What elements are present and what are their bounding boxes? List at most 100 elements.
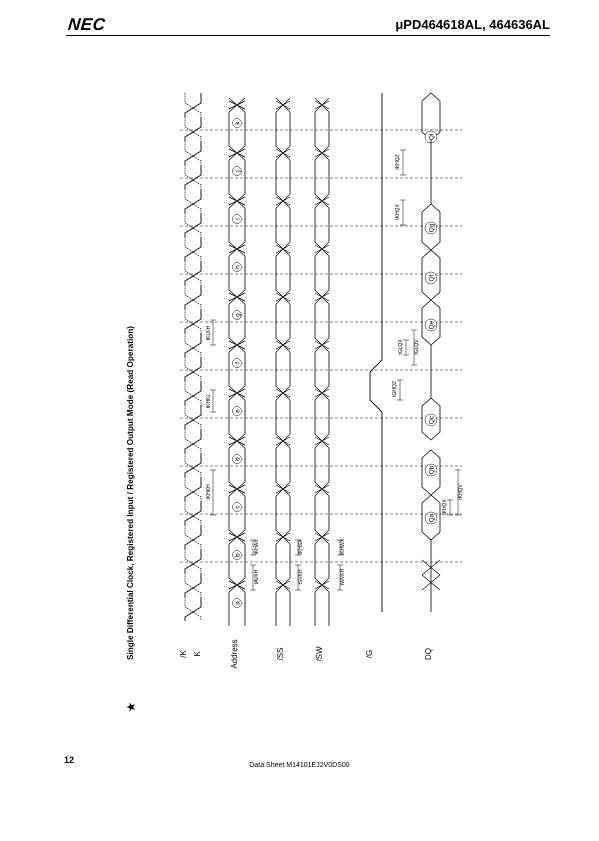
sw-crossing xyxy=(314,289,330,305)
signal-label: K xyxy=(193,651,202,657)
dq-label: Qg xyxy=(429,223,436,232)
dq-label-bg xyxy=(424,318,438,332)
address-label: e xyxy=(235,409,242,413)
timing-annotations: tKHKHtKHKLtKLKHtAVKHtKHAXtSVKHtKHSXtWVKH… xyxy=(206,149,464,591)
signal-label: /G xyxy=(365,650,374,658)
figure-star: ★ xyxy=(124,702,138,713)
ss-valid xyxy=(275,208,291,242)
address-label-bg xyxy=(232,454,242,464)
ss-valid xyxy=(275,592,291,626)
address-label-bg xyxy=(232,166,242,176)
address-crossing xyxy=(228,337,246,353)
address-label: c xyxy=(235,505,242,509)
sw-crossing xyxy=(314,193,330,209)
ss-crossing xyxy=(275,577,291,593)
ss-crossing xyxy=(275,145,291,161)
ss-valid xyxy=(275,448,291,482)
figure-title: Single Differential Clock, Registered In… xyxy=(126,326,135,660)
address-label: i xyxy=(235,218,242,219)
timing-label: tKHSX xyxy=(298,539,304,555)
address-crossing xyxy=(228,97,246,113)
address-label: b xyxy=(235,553,242,557)
timing-label: tKHKL xyxy=(206,394,212,409)
dq-label-bg xyxy=(424,413,438,427)
sw-crossing xyxy=(314,385,330,401)
address-valid xyxy=(228,112,246,146)
address-label-bg xyxy=(232,406,242,416)
timing-label: tGLQX xyxy=(398,339,404,355)
dq-label-bg xyxy=(424,463,438,477)
address-label-bg xyxy=(232,118,242,128)
ss-valid xyxy=(275,352,291,386)
timing-label: tKHQV xyxy=(458,484,464,500)
dq-label: Qc xyxy=(429,415,436,424)
address-label-bg xyxy=(232,358,242,368)
ss-crossing xyxy=(275,97,291,113)
sw-valid xyxy=(314,352,330,386)
address-label: f xyxy=(235,362,242,364)
ss-crossing xyxy=(275,241,291,257)
timing-label: tKHAX xyxy=(254,539,260,555)
signal-label: /SS xyxy=(276,648,285,661)
dq-label: Qe xyxy=(429,320,436,329)
signal-label: DQ xyxy=(424,648,433,660)
ss-valid xyxy=(275,256,291,290)
ss-crossing xyxy=(275,529,291,545)
ss-crossing xyxy=(275,289,291,305)
ss-valid xyxy=(275,160,291,194)
sw-crossing xyxy=(314,337,330,353)
signal-label: Address xyxy=(230,639,239,668)
address-crossing xyxy=(228,529,246,545)
address-label: k xyxy=(235,121,242,125)
dq-label-bg xyxy=(424,221,438,235)
ss-valid xyxy=(275,304,291,338)
dq-label: Qf xyxy=(429,274,436,281)
address-valid xyxy=(228,448,246,482)
address-valid xyxy=(228,304,246,338)
ss-valid xyxy=(275,112,291,146)
ss-crossing xyxy=(275,481,291,497)
sw-valid xyxy=(314,400,330,434)
address-valid xyxy=(228,352,246,386)
timing-label: tWVKH xyxy=(340,568,346,585)
grid-lines xyxy=(180,129,462,563)
sw-crossing xyxy=(314,481,330,497)
dq-valid xyxy=(421,397,441,441)
sw-crossing xyxy=(314,97,330,113)
sw-crossing xyxy=(314,433,330,449)
timing-label: tSVKH xyxy=(298,569,304,584)
address-label: a xyxy=(235,601,242,605)
sw-crossing xyxy=(314,529,330,545)
address-valid xyxy=(228,544,246,578)
address-valid xyxy=(228,592,246,626)
dq-label: Qb xyxy=(429,465,436,474)
address-crossing xyxy=(228,289,246,305)
sw-valid xyxy=(314,256,330,290)
sw-valid xyxy=(314,304,330,338)
signal-label: /K xyxy=(179,650,188,658)
dq-label: Qi xyxy=(429,134,436,141)
sw-valid xyxy=(314,592,330,626)
clock-k-inverted xyxy=(184,93,202,621)
sw-valid xyxy=(314,544,330,578)
address-label: h xyxy=(235,265,242,269)
timing-label: tGHQZ xyxy=(392,381,398,397)
address-label-bg xyxy=(232,598,242,608)
dq-label-bg xyxy=(424,511,438,525)
signal-label: /SW xyxy=(315,646,324,662)
part-number: μPD464618AL, 464636AL xyxy=(395,17,550,32)
dq-label-bg xyxy=(424,271,438,285)
timing-label: tKHQX xyxy=(442,499,448,515)
address-label: d xyxy=(235,457,242,461)
address-valid xyxy=(228,400,246,434)
sw-crossing xyxy=(314,145,330,161)
dq-crossing xyxy=(421,559,441,591)
timing-label: tKHWX xyxy=(340,538,346,555)
timing-label: tKHQX xyxy=(395,204,401,220)
address-valid xyxy=(228,256,246,290)
sw-valid xyxy=(314,208,330,242)
clock-k xyxy=(184,93,202,621)
sw-crossing xyxy=(314,577,330,593)
address-crossing xyxy=(228,241,246,257)
